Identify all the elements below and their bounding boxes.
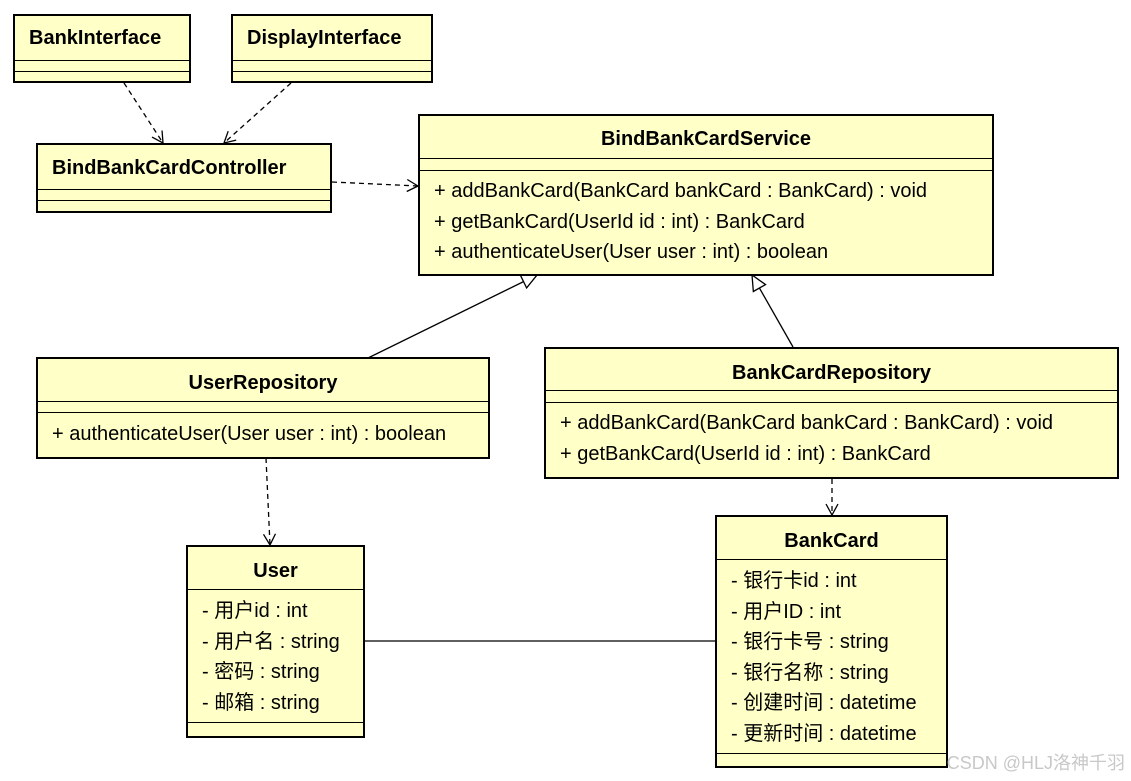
operation-compartment: + addBankCard(BankCard bankCard : BankCa… bbox=[420, 170, 992, 272]
attribute: - 银行卡号 : string bbox=[731, 631, 889, 653]
attribute-compartment bbox=[546, 390, 1117, 402]
attribute-compartment bbox=[420, 158, 992, 170]
operation-compartment bbox=[717, 753, 946, 754]
attribute: - 用户名 : string bbox=[202, 630, 340, 653]
attribute: - 创建时间 : datetime bbox=[731, 692, 917, 714]
class-bindbankcardservice: BindBankCardService + addBankCard(BankCa… bbox=[418, 114, 994, 276]
class-bankinterface: BankInterface bbox=[13, 14, 191, 83]
dependency-displayinterface-controller bbox=[222, 82, 292, 144]
class-name: BindBankCardController bbox=[52, 157, 287, 179]
attribute-compartment bbox=[38, 401, 488, 412]
operation: + getBankCard(UserId id : int) : BankCar… bbox=[434, 210, 805, 233]
operation: + getBankCard(UserId id : int) : BankCar… bbox=[560, 442, 931, 465]
class-bindbankcardcontroller: BindBankCardController bbox=[36, 143, 332, 213]
class-name: BindBankCardService bbox=[600, 128, 812, 150]
attribute: - 密码 : string bbox=[202, 661, 320, 683]
operation: + addBankCard(BankCard bankCard : BankCa… bbox=[560, 412, 1054, 434]
attribute-compartment bbox=[15, 60, 189, 71]
operation-compartment: + addBankCard(BankCard bankCard : BankCa… bbox=[546, 402, 1117, 473]
class-bankcardrepository: BankCardRepository + addBankCard(BankCar… bbox=[544, 347, 1119, 479]
class-name: DisplayInterface bbox=[247, 27, 402, 49]
attribute: - 银行卡id : int bbox=[731, 570, 857, 592]
realization-bankcardrepository-service bbox=[751, 273, 794, 348]
class-name: BankCardRepository bbox=[732, 362, 931, 384]
operation: + authenticateUser(User user : int) : bo… bbox=[434, 241, 829, 263]
realization-userrepository-service bbox=[367, 274, 539, 359]
attribute: - 用户ID : int bbox=[731, 600, 842, 623]
attribute-compartment: - 银行卡id : int - 用户ID : int - 银行卡号 : stri… bbox=[717, 559, 946, 753]
attribute-compartment: - 用户id : int - 用户名 : string - 密码 : strin… bbox=[188, 589, 363, 722]
operation-compartment bbox=[38, 200, 330, 201]
dependency-controller-service bbox=[331, 178, 420, 193]
attribute: - 邮箱 : string bbox=[202, 691, 320, 714]
attribute-compartment bbox=[38, 189, 330, 200]
class-name: UserRepository bbox=[188, 372, 338, 394]
class-user: User - 用户id : int - 用户名 : string - 密码 : … bbox=[186, 545, 365, 738]
attribute: - 银行名称 : string bbox=[731, 661, 889, 684]
operation: + authenticateUser(User user : int) : bo… bbox=[52, 423, 447, 445]
operation: + addBankCard(BankCard bankCard : BankCa… bbox=[434, 180, 928, 202]
class-bankcard: BankCard - 银行卡id : int - 用户ID : int - 银行… bbox=[715, 515, 948, 768]
watermark: CSDN @HLJ洛神千羽 bbox=[946, 753, 1125, 773]
class-userrepository: UserRepository + authenticateUser(User u… bbox=[36, 357, 490, 459]
operation-compartment bbox=[15, 71, 189, 72]
class-name: BankInterface bbox=[29, 27, 162, 49]
operation-compartment: + authenticateUser(User user : int) : bo… bbox=[38, 412, 488, 454]
dependency-bankinterface-controller bbox=[123, 82, 164, 145]
attribute: - 用户id : int bbox=[202, 600, 308, 622]
class-displayinterface: DisplayInterface bbox=[231, 14, 433, 83]
operation-compartment bbox=[233, 71, 431, 72]
operation-compartment bbox=[188, 722, 363, 723]
attribute: - 更新时间 : datetime bbox=[731, 722, 917, 745]
dependency-userrepository-user bbox=[262, 457, 277, 547]
class-name: User bbox=[253, 560, 298, 582]
attribute-compartment bbox=[233, 60, 431, 71]
class-name: BankCard bbox=[784, 530, 879, 552]
